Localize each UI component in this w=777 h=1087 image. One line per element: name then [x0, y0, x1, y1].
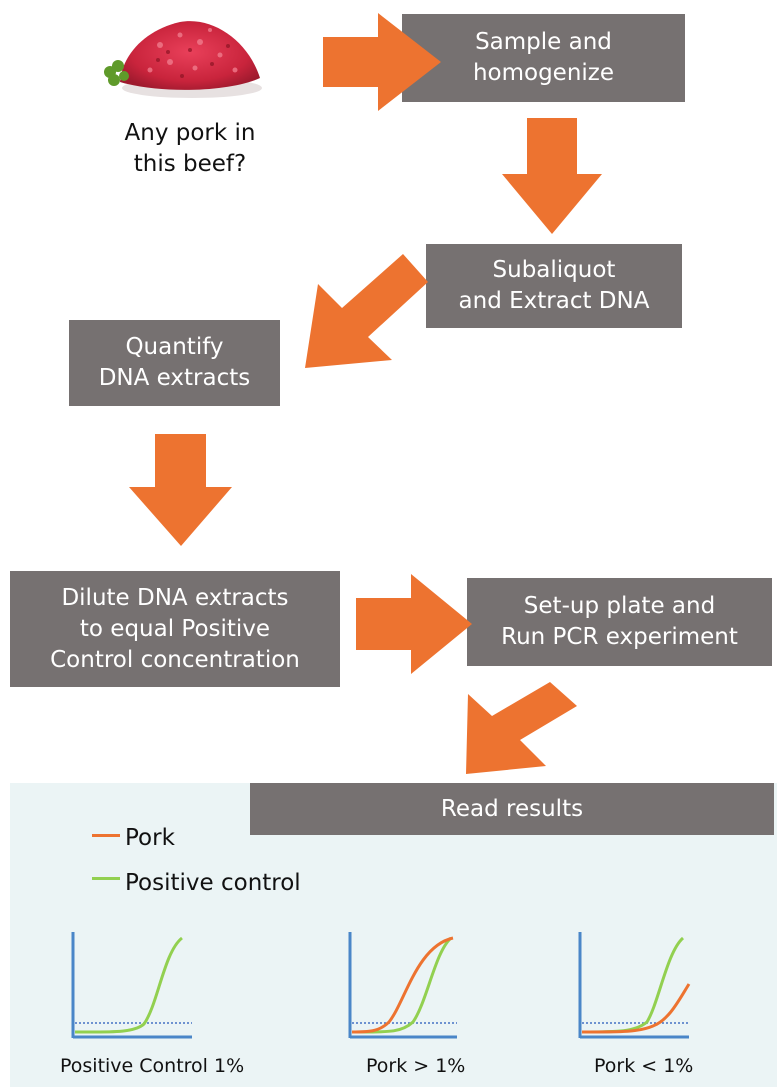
question-text: Any pork in this beef?: [124, 120, 256, 177]
positive-control-curve: [581, 936, 685, 1034]
positive-control-legend-label: Positive control: [125, 870, 301, 896]
sample-homogenize-step: Sample and homogenize: [402, 14, 685, 102]
arrow-down-left-2: [466, 682, 577, 774]
positive-control-legend-swatch: [92, 877, 120, 880]
pork-curve: [581, 983, 691, 1034]
arrow-down-left-1: [305, 254, 428, 368]
positive-control-chart-caption: Positive Control 1%: [60, 1055, 245, 1077]
pork-less-chart: [578, 932, 691, 1039]
pork-legend-swatch: [92, 834, 120, 837]
pork-legend-label: Pork: [125, 825, 175, 851]
quantify-dna-step: Quantify DNA extracts: [69, 320, 280, 406]
pork-curve: [351, 936, 454, 1034]
pork-less-chart-caption: Pork < 1%: [594, 1055, 694, 1077]
read-results-step: Read results: [250, 783, 774, 835]
arrow-right-1: [323, 13, 441, 111]
arrow-down-2: [129, 434, 232, 546]
pork-greater-chart-caption: Pork > 1%: [366, 1055, 466, 1077]
arrow-down-1: [502, 118, 602, 234]
pcr-setup-step: Set-up plate and Run PCR experiment: [467, 578, 772, 666]
pork-greater-chart: [348, 932, 457, 1039]
arrow-right-2: [356, 574, 472, 674]
extract-dna-step: Subaliquot and Extract DNA: [426, 244, 682, 328]
dilute-dna-step: Dilute DNA extracts to equal Positive Co…: [10, 571, 340, 687]
ground-beef-image: [104, 21, 262, 98]
positive-control-chart: [71, 932, 192, 1039]
positive-control-curve: [74, 936, 184, 1034]
positive-control-curve: [351, 936, 453, 1034]
